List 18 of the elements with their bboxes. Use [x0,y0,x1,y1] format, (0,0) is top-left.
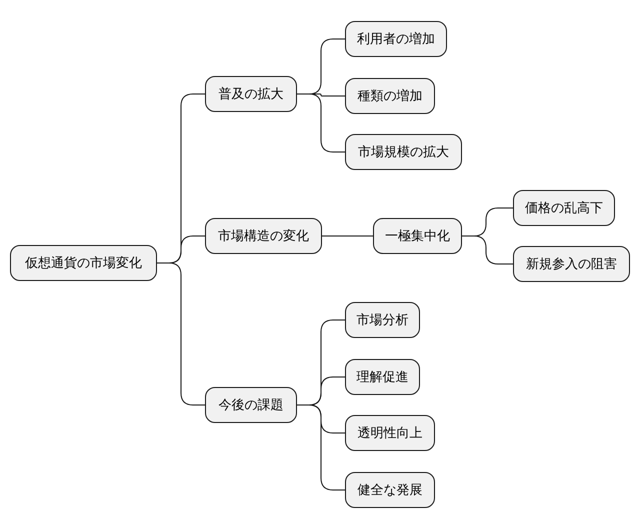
connector-line [462,236,514,264]
topic-box: 今後の課題 [205,387,297,423]
topic-box: 仮想通貨の市場変化 [10,245,157,281]
connector-line [296,404,346,490]
topic-box: 新規参入の阻害 [513,246,630,282]
topic-box: 普及の拡大 [205,76,297,112]
topic-box: 種類の増加 [345,78,435,114]
topic-box: 市場構造の変化 [205,218,322,254]
topic-box: 透明性向上 [345,415,435,451]
connector-line [296,94,346,152]
topic-box: 利用者の増加 [345,21,447,57]
topic-box: 市場規模の拡大 [345,134,462,170]
connector-line [156,262,206,406]
topic-box: 価格の乱高下 [513,190,615,226]
topic-box: 市場分析 [345,302,420,338]
topic-box: 一極集中化 [373,218,462,254]
topic-box: 理解促進 [345,359,420,395]
topic-box: 健全な発展 [345,472,435,508]
